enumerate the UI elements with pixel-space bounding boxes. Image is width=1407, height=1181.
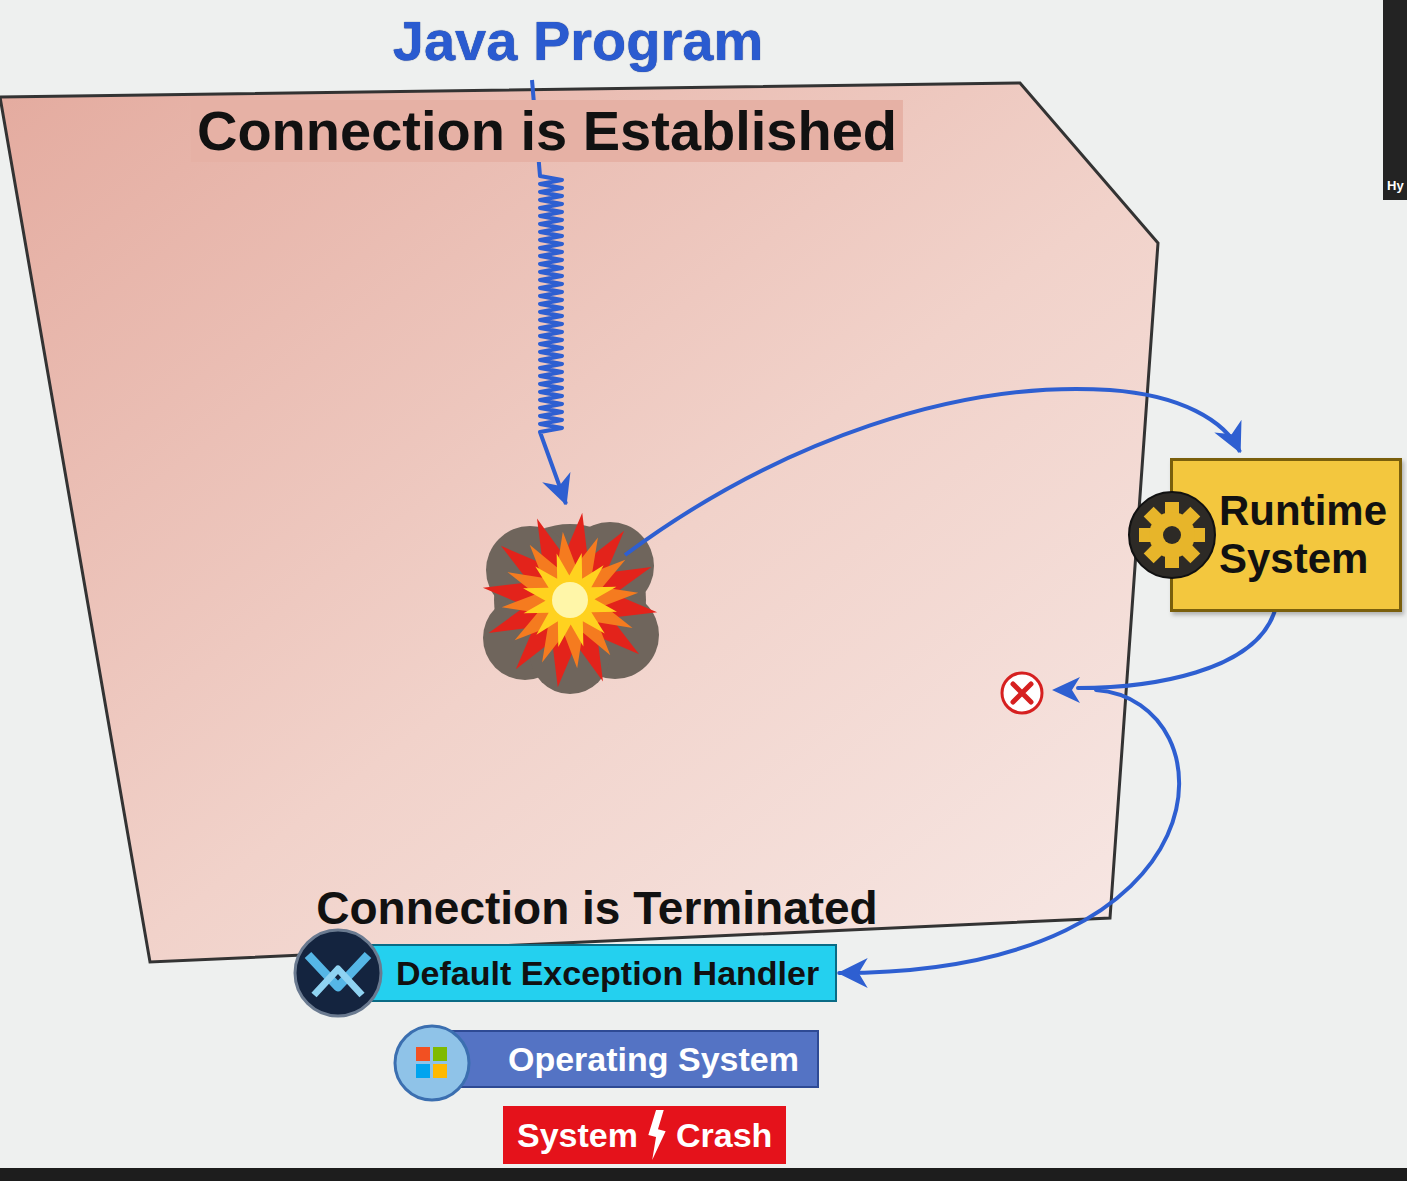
handler-label: Default Exception Handler [396, 952, 819, 994]
exception-arrow [625, 389, 1240, 555]
runtime-label: Runtime System [1219, 487, 1387, 583]
explosion [471, 501, 670, 700]
region-heading: Connection is Established [191, 100, 903, 162]
windows-orb [395, 1026, 469, 1100]
arrow-head [1052, 677, 1080, 703]
blast-red [471, 501, 670, 700]
gear-icon [1127, 490, 1217, 580]
blast-yellow [511, 541, 628, 658]
blast-orange [495, 525, 646, 676]
camera-panel [1383, 0, 1407, 200]
windows-pane [416, 1064, 430, 1078]
blast-core [552, 582, 588, 618]
gear-hub [1163, 526, 1181, 544]
os-label: Operating System [508, 1038, 799, 1080]
crash-word: Crash [676, 1113, 772, 1157]
crash-word: System [517, 1113, 638, 1157]
windows-pane [433, 1064, 447, 1078]
screen-bezel [0, 1168, 1407, 1181]
shield-wing [314, 969, 362, 995]
crack-shape [648, 1110, 665, 1160]
terminate-mark [1002, 673, 1042, 713]
shield-icon [292, 927, 384, 1019]
windows-icon [392, 1023, 472, 1103]
windows-pane [433, 1047, 447, 1061]
flow-connector [839, 612, 1274, 973]
program-title: Java Program [393, 10, 763, 72]
gear-disc [1129, 492, 1215, 578]
terminate-circle [1002, 673, 1042, 713]
shield-disc [295, 930, 381, 1016]
region-footer: Connection is Terminated [316, 882, 877, 934]
os-box: Operating System [440, 1030, 819, 1088]
runtime-box: Runtime System [1170, 458, 1402, 612]
gear-wheel [1149, 512, 1195, 558]
crack-bolt [646, 1110, 668, 1160]
crash-banner: System Crash [503, 1106, 786, 1164]
terminate-cross [1013, 684, 1031, 702]
program-region: Java ProgramConnection is EstablishedCon… [0, 0, 1160, 965]
region-shape [0, 83, 1158, 962]
handler-box: Default Exception Handler [330, 944, 837, 1002]
windows-pane [416, 1047, 430, 1061]
